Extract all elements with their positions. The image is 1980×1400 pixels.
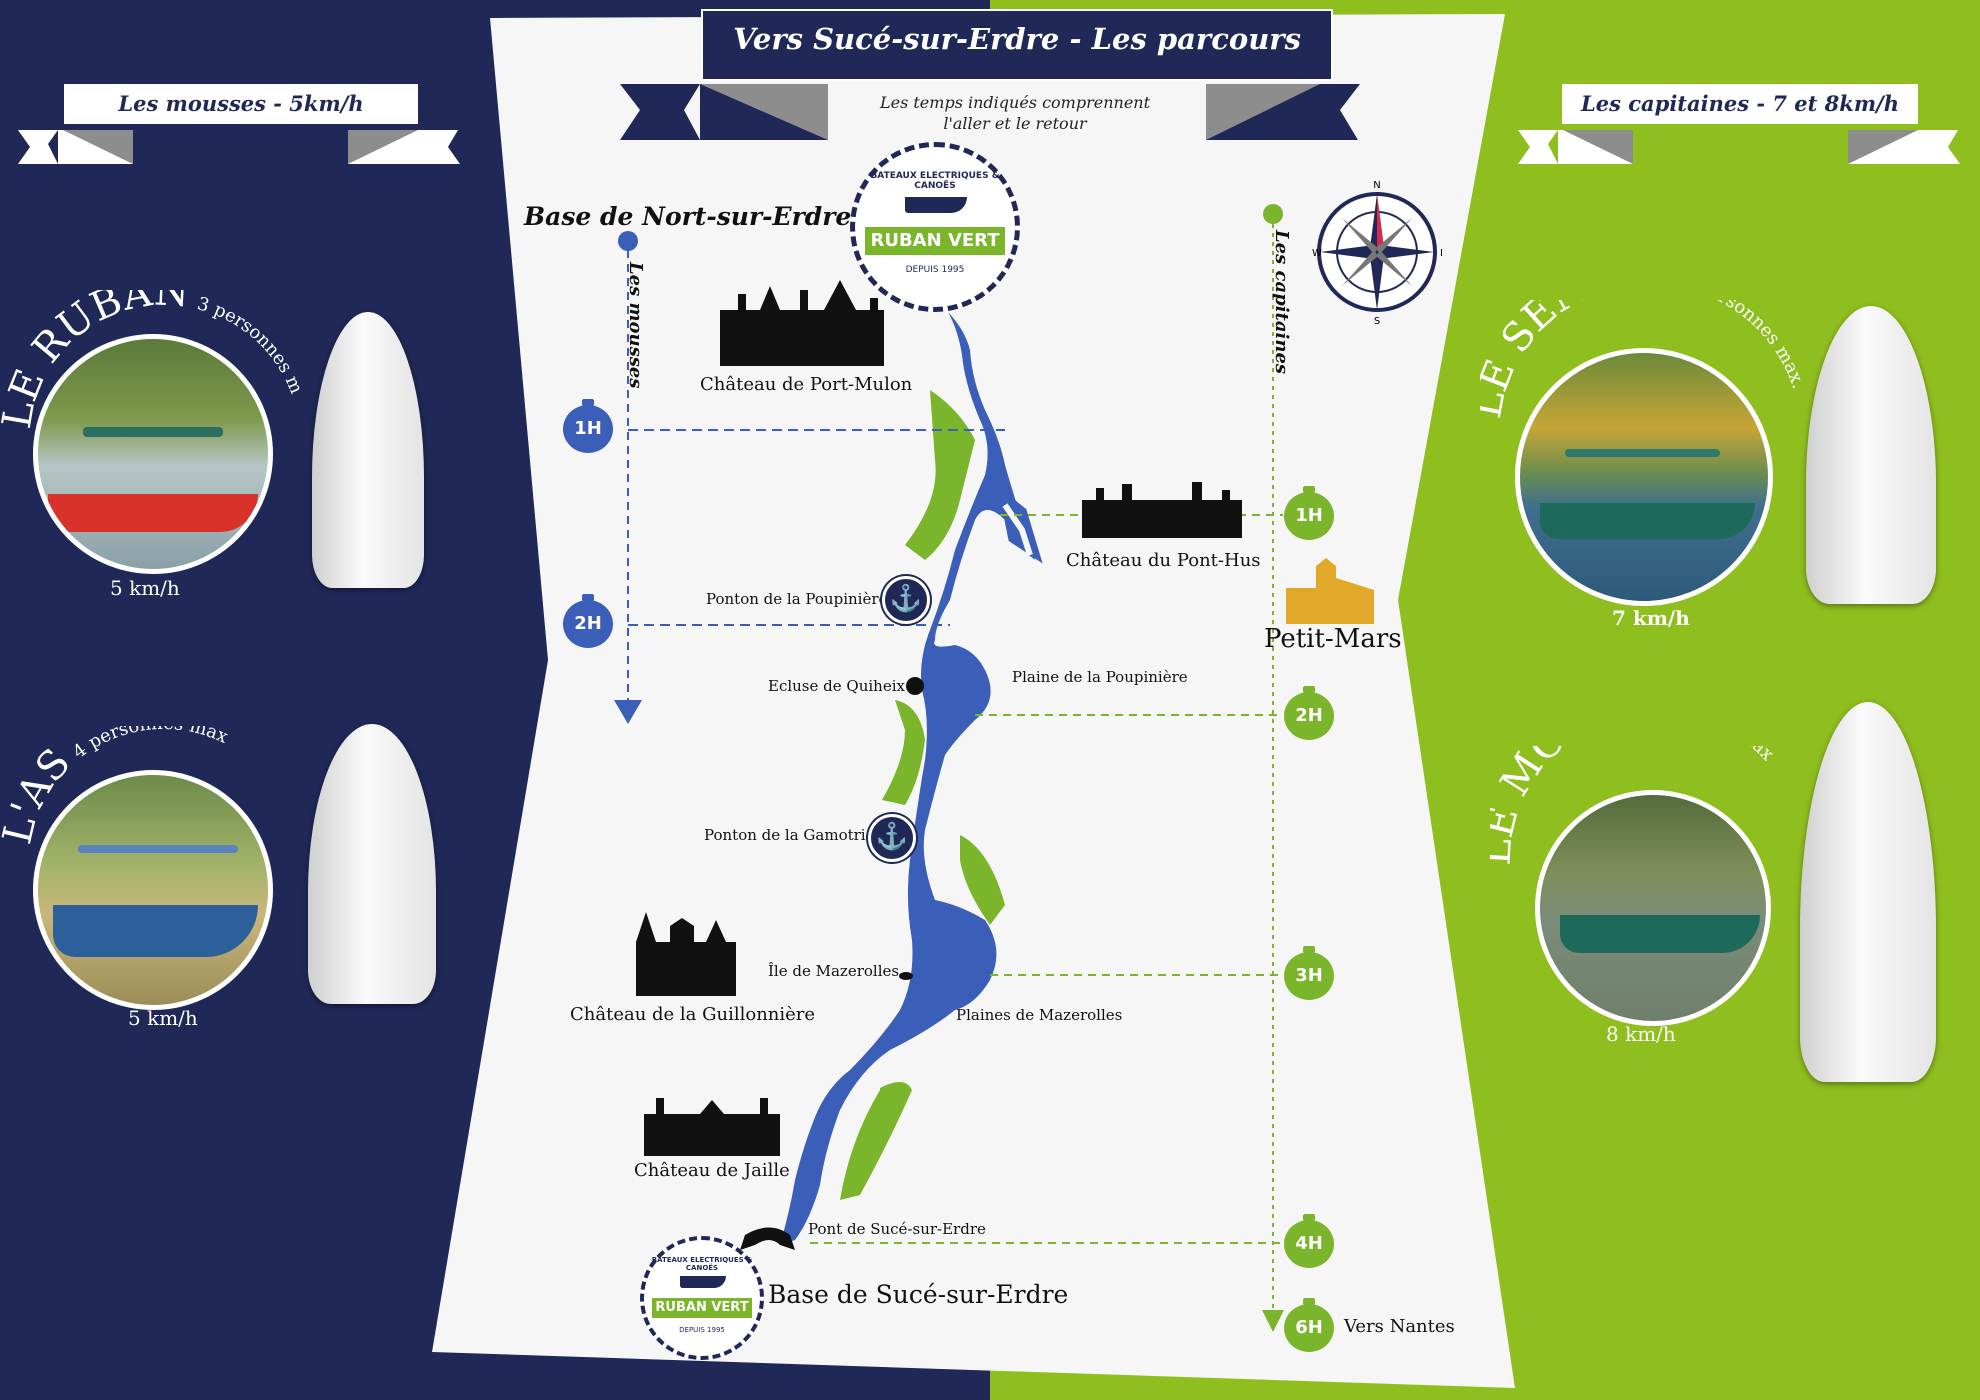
time-note: Les temps indiqués comprennent l'aller e… (860, 92, 1170, 134)
le-ruban-photo (33, 334, 273, 574)
red-boat-hull (48, 494, 258, 532)
timer-capitaines-4: 4H (1284, 1214, 1334, 1268)
petit-mars-label: Petit-Mars (1264, 624, 1402, 654)
ruban-vert-logo-bottom: BATEAUX ELECTRIQUES & CANOËS RUBAN VERT … (640, 1236, 764, 1360)
vers-nantes-label: Vers Nantes (1344, 1316, 1455, 1337)
timer-mousses-2: 2H (563, 594, 613, 648)
right-ribbon-title: Les capitaines - 7 et 8km/h (1562, 84, 1918, 124)
mousses-route-arrow (614, 700, 642, 724)
main-title: Vers Sucé-sur-Erdre - Les parcours (733, 22, 1301, 56)
svg-text:S: S (1374, 316, 1380, 326)
svg-text:N: N (1373, 180, 1380, 191)
island-2 (882, 700, 925, 805)
chateau-port-mulon-icon (720, 280, 884, 366)
timer-capitaines-3: 3H (1284, 946, 1334, 1000)
le-most-boat-top (1800, 702, 1936, 1082)
chateau-port-mulon-label: Château de Port-Mulon (700, 374, 913, 395)
timer-mousses-1: 1H (563, 399, 613, 453)
las-photo (33, 770, 273, 1010)
church-icon (1286, 558, 1374, 624)
le-sensas-boat-top (1806, 306, 1936, 604)
logo-line: BATEAUX ELECTRIQUES & CANOËS (870, 171, 1000, 191)
le-sensas-speed: 7 km/h (1612, 606, 1690, 630)
ile-mazerolles-label: Île de Mazerolles (768, 962, 900, 980)
chateau-jaille-label: Château de Jaille (634, 1160, 790, 1181)
capitaines-route-arrow (1262, 1310, 1284, 1332)
chateau-pont-hus-icon (1082, 482, 1242, 538)
ecluse-quiheix-label: Ecluse de Quiheix (768, 677, 905, 695)
header-ribbon-shape (620, 9, 1360, 140)
logo-brand: RUBAN VERT (865, 227, 1005, 255)
pont-icon (740, 1227, 795, 1250)
left-ribbon-title: Les mousses - 5km/h (64, 84, 418, 124)
ponton-gamotrie-label: Ponton de la Gamotrie (704, 826, 875, 844)
logo-since: DEPUIS 1995 (905, 265, 965, 275)
anchor-icon[interactable]: ⚓ (882, 576, 930, 624)
right-ribbon-shape (1518, 130, 1960, 164)
las-title-arc: L'AS4 personnes max (0, 726, 231, 846)
timer-capitaines-1: 1H (1284, 486, 1334, 540)
route-mousses-label: Les mousses (625, 262, 646, 389)
river-erdre (780, 312, 1035, 1245)
island-3 (960, 835, 1005, 925)
compass-icon: N S E W (1312, 180, 1442, 326)
island-1 (905, 390, 975, 560)
capitaines-start-dot (1263, 204, 1283, 224)
mousses-start-dot (618, 231, 638, 251)
ponton-poupiniere-label: Ponton de la Poupinière (706, 590, 888, 608)
plaines-mazerolles-label: Plaines de Mazerolles (956, 1006, 1123, 1024)
time-note-line2: l'aller et le retour (943, 114, 1087, 133)
svg-text:E: E (1440, 248, 1442, 259)
chateau-guillonniere-icon (636, 912, 736, 996)
timer-capitaines-2: 2H (1284, 686, 1334, 740)
left-ribbon-shape (18, 130, 460, 164)
le-ruban-boat-top (312, 312, 424, 588)
time-note-line1: Les temps indiqués comprennent (879, 93, 1151, 112)
chateau-guillonniere-label: Château de la Guillonnière (570, 1004, 816, 1025)
le-most-photo (1535, 790, 1771, 1026)
logo-boat-icon (905, 197, 967, 213)
base-suce-label: Base de Sucé-sur-Erdre (768, 1280, 1069, 1309)
chateau-pont-hus-label: Château du Pont-Hus (1066, 550, 1261, 571)
plaine-poupiniere-label: Plaine de la Poupinière (1012, 668, 1188, 686)
island-4 (840, 1081, 912, 1200)
base-nord-label: Base de Nort-sur-Erdre (524, 202, 852, 231)
pont-suce-label: Pont de Sucé-sur-Erdre (808, 1220, 986, 1238)
chateau-jaille-icon (644, 1098, 780, 1156)
le-sensas-photo (1515, 348, 1773, 606)
anchor-icon[interactable]: ⚓ (868, 814, 916, 862)
ecluse-dot (906, 677, 924, 695)
le-most-speed: 8 km/h (1606, 1022, 1676, 1046)
timer-capitaines-6: 6H (1284, 1298, 1334, 1352)
ruban-vert-logo-top: BATEAUX ELECTRIQUES & CANOËS RUBAN VERT … (850, 142, 1020, 312)
route-capitaines-label: Les capitaines (1271, 230, 1292, 375)
svg-text:W: W (1312, 248, 1322, 259)
ile-dot (899, 972, 913, 980)
le-ruban-speed: 5 km/h (110, 576, 180, 600)
las-speed: 5 km/h (128, 1006, 198, 1030)
las-boat-top (308, 724, 436, 1004)
